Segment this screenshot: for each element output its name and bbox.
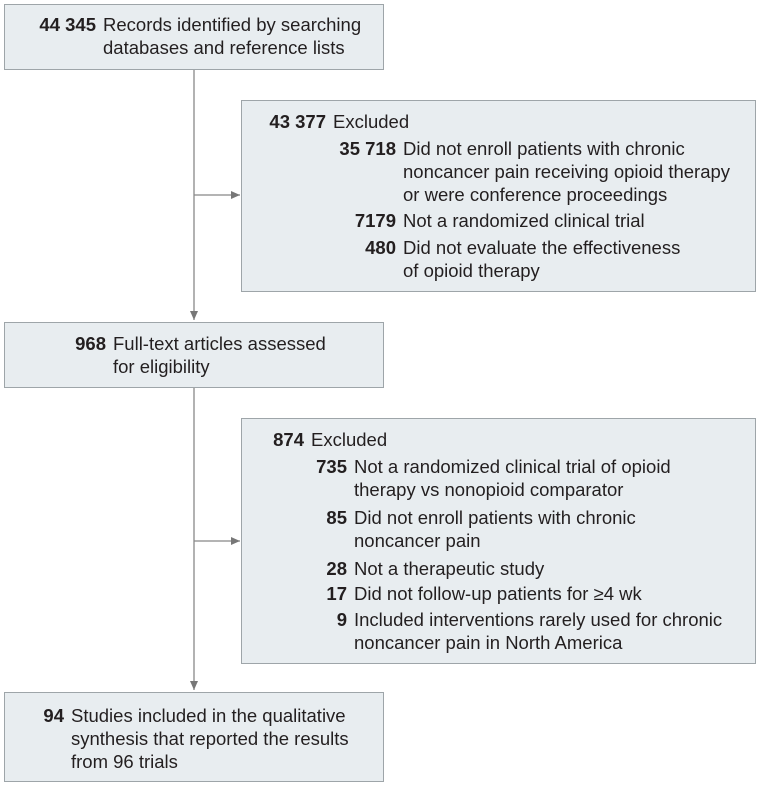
excluded-box-2: 874 Excluded 735 Not a randomized clinic… (241, 418, 756, 664)
studies-included-box: 94 Studies included in the qualitative s… (4, 692, 384, 782)
fulltext-assessed-line-1: Full-text articles assessed (113, 333, 326, 354)
excluded-1-item-text: or were conference proceedings (403, 184, 668, 205)
excluded-1-item-text: of opioid therapy (403, 260, 540, 281)
fulltext-assessed-line-2: for eligibility (113, 356, 210, 377)
excluded-1-item-count: 7179 (354, 210, 396, 231)
fulltext-assessed-count: 968 (75, 333, 106, 354)
studies-included-line-1: Studies included in the qualitative (71, 705, 346, 726)
excluded-1-item-count: 480 (365, 237, 396, 258)
excluded-2-item-count: 28 (326, 558, 347, 579)
excluded-box-1: 43 377 Excluded 35 718 Did not enroll pa… (241, 100, 756, 292)
studies-included-line-2: synthesis that reported the results (71, 728, 349, 749)
excluded-2-item-text: noncancer pain (354, 530, 481, 551)
excluded-2-item-text: Not a therapeutic study (354, 558, 545, 579)
excluded-1-count: 43 377 (269, 111, 326, 132)
excluded-1-item-text: Not a randomized clinical trial (403, 210, 645, 231)
excluded-2-item-text: Not a randomized clinical trial of opioi… (354, 456, 671, 477)
excluded-2-item-text: therapy vs nonopioid comparator (354, 479, 624, 500)
records-identified-box: 44 345 Records identified by searching d… (4, 4, 384, 70)
excluded-2-count: 874 (273, 429, 304, 450)
excluded-1-label: Excluded (333, 111, 410, 132)
studies-included-count: 94 (43, 705, 64, 726)
records-identified-line-2: databases and reference lists (103, 37, 345, 58)
excluded-2-item-count: 85 (326, 507, 347, 528)
records-identified-line-1: Records identified by searching (103, 14, 362, 35)
excluded-2-item-count: 9 (336, 609, 347, 630)
studies-included-line-3: from 96 trials (71, 751, 178, 772)
excluded-2-item-count: 735 (316, 456, 347, 477)
excluded-1-item-text: Did not enroll patients with chronic (403, 138, 685, 159)
excluded-2-label: Excluded (311, 429, 388, 450)
excluded-1-item-count: 35 718 (339, 138, 396, 159)
records-identified-count: 44 345 (39, 14, 96, 35)
excluded-1-item-text: Did not evaluate the effectiveness (403, 237, 681, 258)
excluded-2-item-text: Did not enroll patients with chronic (354, 507, 636, 528)
excluded-2-item-text: Included interventions rarely used for c… (354, 609, 723, 630)
fulltext-assessed-box: 968 Full-text articles assessed for elig… (4, 322, 384, 388)
excluded-2-item-text: Did not follow-up patients for ≥4 wk (354, 583, 642, 604)
excluded-2-item-count: 17 (326, 583, 347, 604)
excluded-2-item-text: noncancer pain in North America (354, 632, 623, 653)
excluded-1-item-text: noncancer pain receiving opioid therapy (403, 161, 731, 182)
